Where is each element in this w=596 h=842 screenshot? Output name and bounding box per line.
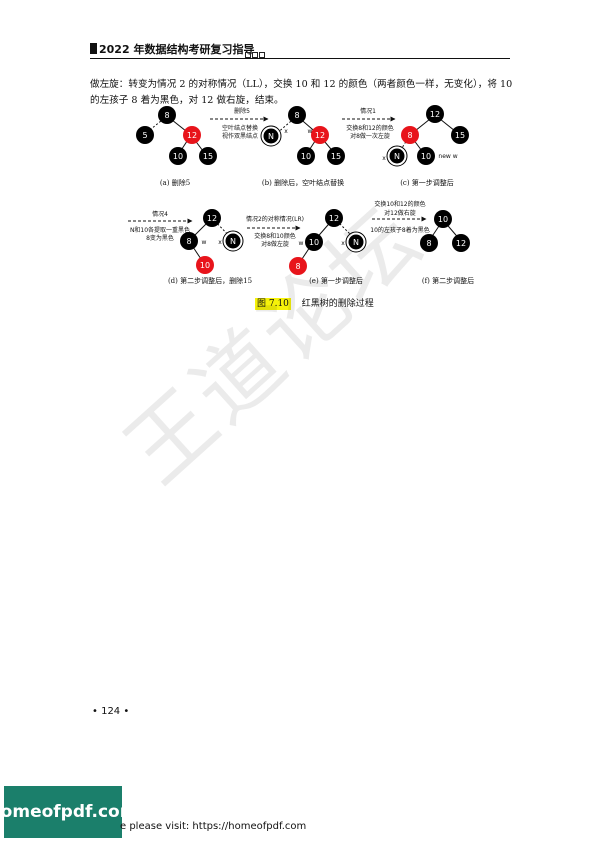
svg-text:12: 12 bbox=[187, 131, 197, 140]
caption-number: 图 7.10 bbox=[255, 298, 291, 310]
svg-text:8: 8 bbox=[407, 131, 412, 140]
svg-text:情况2的对称情况(LR): 情况2的对称情况(LR) bbox=[246, 215, 304, 223]
svg-text:N和10各提取一重黑色: N和10各提取一重黑色 bbox=[130, 226, 190, 234]
svg-text:8: 8 bbox=[426, 239, 431, 248]
arrow-5: 交换10和12的颜色 对12做右旋 10的左孩子8着为黑色 bbox=[370, 200, 429, 234]
svg-text:12: 12 bbox=[207, 214, 217, 223]
svg-text:8: 8 bbox=[294, 111, 299, 120]
svg-text:10: 10 bbox=[200, 261, 210, 270]
page-number: • 124 • bbox=[92, 706, 130, 717]
panel-d-label: (d) 第二步调整后，删除15 bbox=[168, 276, 252, 285]
node-15 bbox=[199, 147, 217, 165]
svg-text:15: 15 bbox=[455, 131, 465, 140]
svg-text:x: x bbox=[341, 240, 345, 247]
svg-text:10: 10 bbox=[173, 152, 183, 161]
svg-text:10的左孩子8着为黑色: 10的左孩子8着为黑色 bbox=[370, 226, 429, 234]
svg-text:空叶结点替换: 空叶结点替换 bbox=[222, 124, 258, 132]
panel-c-label: (c) 第一步调整后 bbox=[400, 178, 454, 187]
svg-text:x: x bbox=[382, 155, 386, 162]
body-paragraph: 做左旋：转变为情况 2 的对称情况（LL），交换 10 和 12 的颜色（两者颜… bbox=[90, 79, 513, 106]
svg-text:10: 10 bbox=[438, 215, 448, 224]
figure-caption: 图 7.10 红黑树的删除过程 bbox=[255, 296, 374, 310]
node-12 bbox=[183, 126, 201, 144]
svg-text:12: 12 bbox=[456, 239, 466, 248]
svg-text:N: N bbox=[353, 238, 359, 247]
svg-text:N: N bbox=[394, 152, 400, 161]
node-10 bbox=[169, 147, 187, 165]
arrow-3: 情况4 N和10各提取一重黑色 8变为黑色 bbox=[128, 210, 193, 242]
svg-text:12: 12 bbox=[430, 110, 440, 119]
node-8 bbox=[158, 106, 176, 124]
header-rule bbox=[90, 58, 510, 59]
svg-text:交换8和10颜色: 交换8和10颜色 bbox=[254, 232, 295, 240]
caption-text: 红黑树的删除过程 bbox=[301, 299, 374, 309]
svg-text:N: N bbox=[268, 132, 274, 141]
panel-a-label: (a) 删除5 bbox=[160, 178, 190, 187]
header-title: 2022 年数据结构考研复习指导 bbox=[99, 43, 255, 56]
tree-e: 12 10 w N x 8 bbox=[289, 209, 367, 275]
svg-text:交换10和12的颜色: 交换10和12的颜色 bbox=[374, 200, 425, 208]
tree-b: 8 N x w 12 10 15 bbox=[260, 106, 345, 165]
svg-text:8: 8 bbox=[186, 237, 191, 246]
svg-text:对8做一次左旋: 对8做一次左旋 bbox=[350, 132, 390, 140]
svg-text:new w: new w bbox=[438, 153, 457, 160]
svg-text:删除5: 删除5 bbox=[234, 107, 250, 115]
tree-f: 10 8 12 bbox=[420, 210, 470, 252]
svg-text:10: 10 bbox=[421, 152, 431, 161]
panel-e-label: (e) 第一步调整后 bbox=[309, 276, 363, 285]
rb-tree-deletion-figure: 8 5 12 10 15 删除5 空叶结点替换 视作双黑结点 8 bbox=[128, 105, 474, 285]
arrow-2: 情况1 交换8和12的颜色 对8做一次左旋 bbox=[342, 107, 396, 140]
svg-text:w: w bbox=[308, 128, 313, 135]
svg-text:8: 8 bbox=[295, 262, 300, 271]
tree-d: 12 8 w N x 10 bbox=[180, 209, 244, 274]
node-5 bbox=[136, 126, 154, 144]
svg-text:w: w bbox=[299, 240, 304, 247]
svg-text:情况4: 情况4 bbox=[152, 210, 168, 218]
brand-logo[interactable]: homeofpdf.com bbox=[0, 786, 137, 838]
svg-text:对12做右旋: 对12做右旋 bbox=[384, 209, 416, 217]
svg-text:12: 12 bbox=[329, 214, 339, 223]
header-decoration bbox=[245, 52, 265, 58]
svg-text:15: 15 bbox=[203, 152, 213, 161]
svg-text:视作双黑结点: 视作双黑结点 bbox=[222, 132, 258, 140]
arrow-1: 删除5 空叶结点替换 视作双黑结点 bbox=[210, 107, 269, 140]
panel-b-label: (b) 删除后，空叶结点替换 bbox=[262, 178, 344, 187]
svg-text:15: 15 bbox=[331, 152, 341, 161]
svg-text:5: 5 bbox=[142, 131, 147, 140]
panel-f-label: (f) 第二步调整后 bbox=[422, 276, 474, 285]
arrow-4: 情况2的对称情况(LR) 交换8和10颜色 对8做左旋 bbox=[246, 215, 304, 248]
svg-text:N: N bbox=[230, 237, 236, 246]
svg-text:交换8和12的颜色: 交换8和12的颜色 bbox=[346, 124, 393, 132]
svg-text:x: x bbox=[284, 128, 288, 135]
header-mark bbox=[90, 43, 97, 54]
svg-text:10: 10 bbox=[309, 238, 319, 247]
tree-a: 8 5 12 10 15 bbox=[136, 106, 217, 165]
svg-text:w: w bbox=[202, 239, 207, 246]
svg-text:10: 10 bbox=[301, 152, 311, 161]
footer-link-text[interactable]: e please visit: https://homeofpdf.com bbox=[120, 821, 307, 832]
svg-text:8变为黑色: 8变为黑色 bbox=[146, 234, 174, 242]
svg-text:对8做左旋: 对8做左旋 bbox=[261, 240, 289, 248]
tree-c: 12 8 15 N x 10 new w bbox=[382, 105, 469, 167]
svg-text:情况1: 情况1 bbox=[360, 107, 376, 115]
svg-text:x: x bbox=[218, 239, 222, 246]
node-8-label: 8 bbox=[164, 111, 169, 120]
svg-text:12: 12 bbox=[315, 131, 325, 140]
